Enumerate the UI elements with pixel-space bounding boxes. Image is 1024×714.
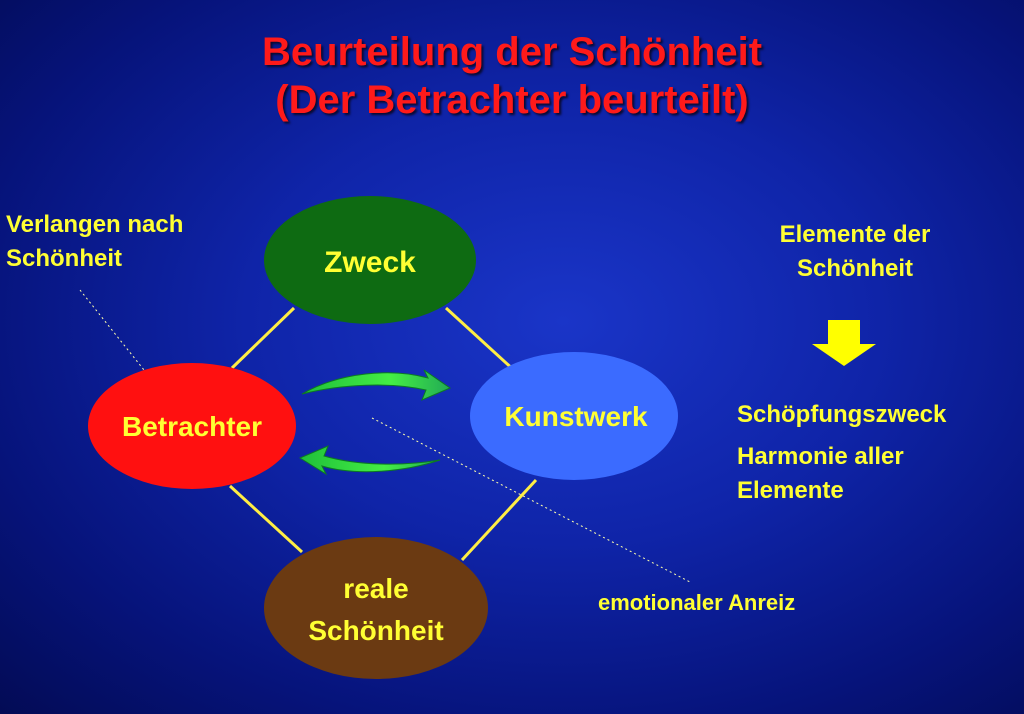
slide-title: Beurteilung der Schönheit (Der Betrachte… (0, 28, 1024, 124)
right-heading-line-2: Schönheit (796, 255, 913, 282)
node-zweck (264, 196, 476, 324)
right-list-item-2-line-2: Elemente (737, 477, 844, 504)
right-list-item-1: Schöpfungszweck (737, 401, 947, 428)
label-kunstwerk: Kunstwerk (504, 401, 648, 432)
title-line-1: Beurteilung der Schönheit (261, 30, 763, 74)
node-kunstwerk (470, 352, 678, 480)
left-note-line-2: Schönheit (6, 245, 123, 272)
left-note: Verlangen nach Schönheit (6, 208, 183, 276)
link-kunstwerk-reale (460, 478, 538, 562)
pointer-verlangen (79, 289, 169, 401)
label-reale-line-2: Schönheit (308, 615, 443, 646)
label-zweck: Zweck (324, 246, 416, 279)
node-reale-schoenheit (264, 537, 488, 679)
right-list: Schöpfungszweck Harmonie aller Elemente (737, 398, 946, 508)
link-zweck-kunstwerk (444, 306, 518, 374)
label-betrachter: Betrachter (122, 411, 262, 442)
left-note-line-1: Verlangen nach (6, 211, 184, 238)
link-zweck-betrachter (230, 306, 296, 370)
label-reale-line-1: reale (343, 573, 408, 604)
down-arrow-icon (812, 320, 876, 366)
title-line-2: (Der Betrachter beurteilt) (275, 78, 749, 122)
emotional-note: emotionaler Anreiz (598, 590, 796, 615)
link-betrachter-reale (228, 484, 304, 554)
right-heading: Elemente der Schönheit (730, 218, 980, 286)
right-heading-line-1: Elemente der (779, 221, 931, 248)
arrow-kunstwerk-to-betrachter (298, 445, 441, 476)
right-list-item-2-line-1: Harmonie aller (737, 443, 904, 470)
arrow-betrachter-to-kunstwerk (301, 369, 452, 401)
node-betrachter (88, 363, 296, 489)
